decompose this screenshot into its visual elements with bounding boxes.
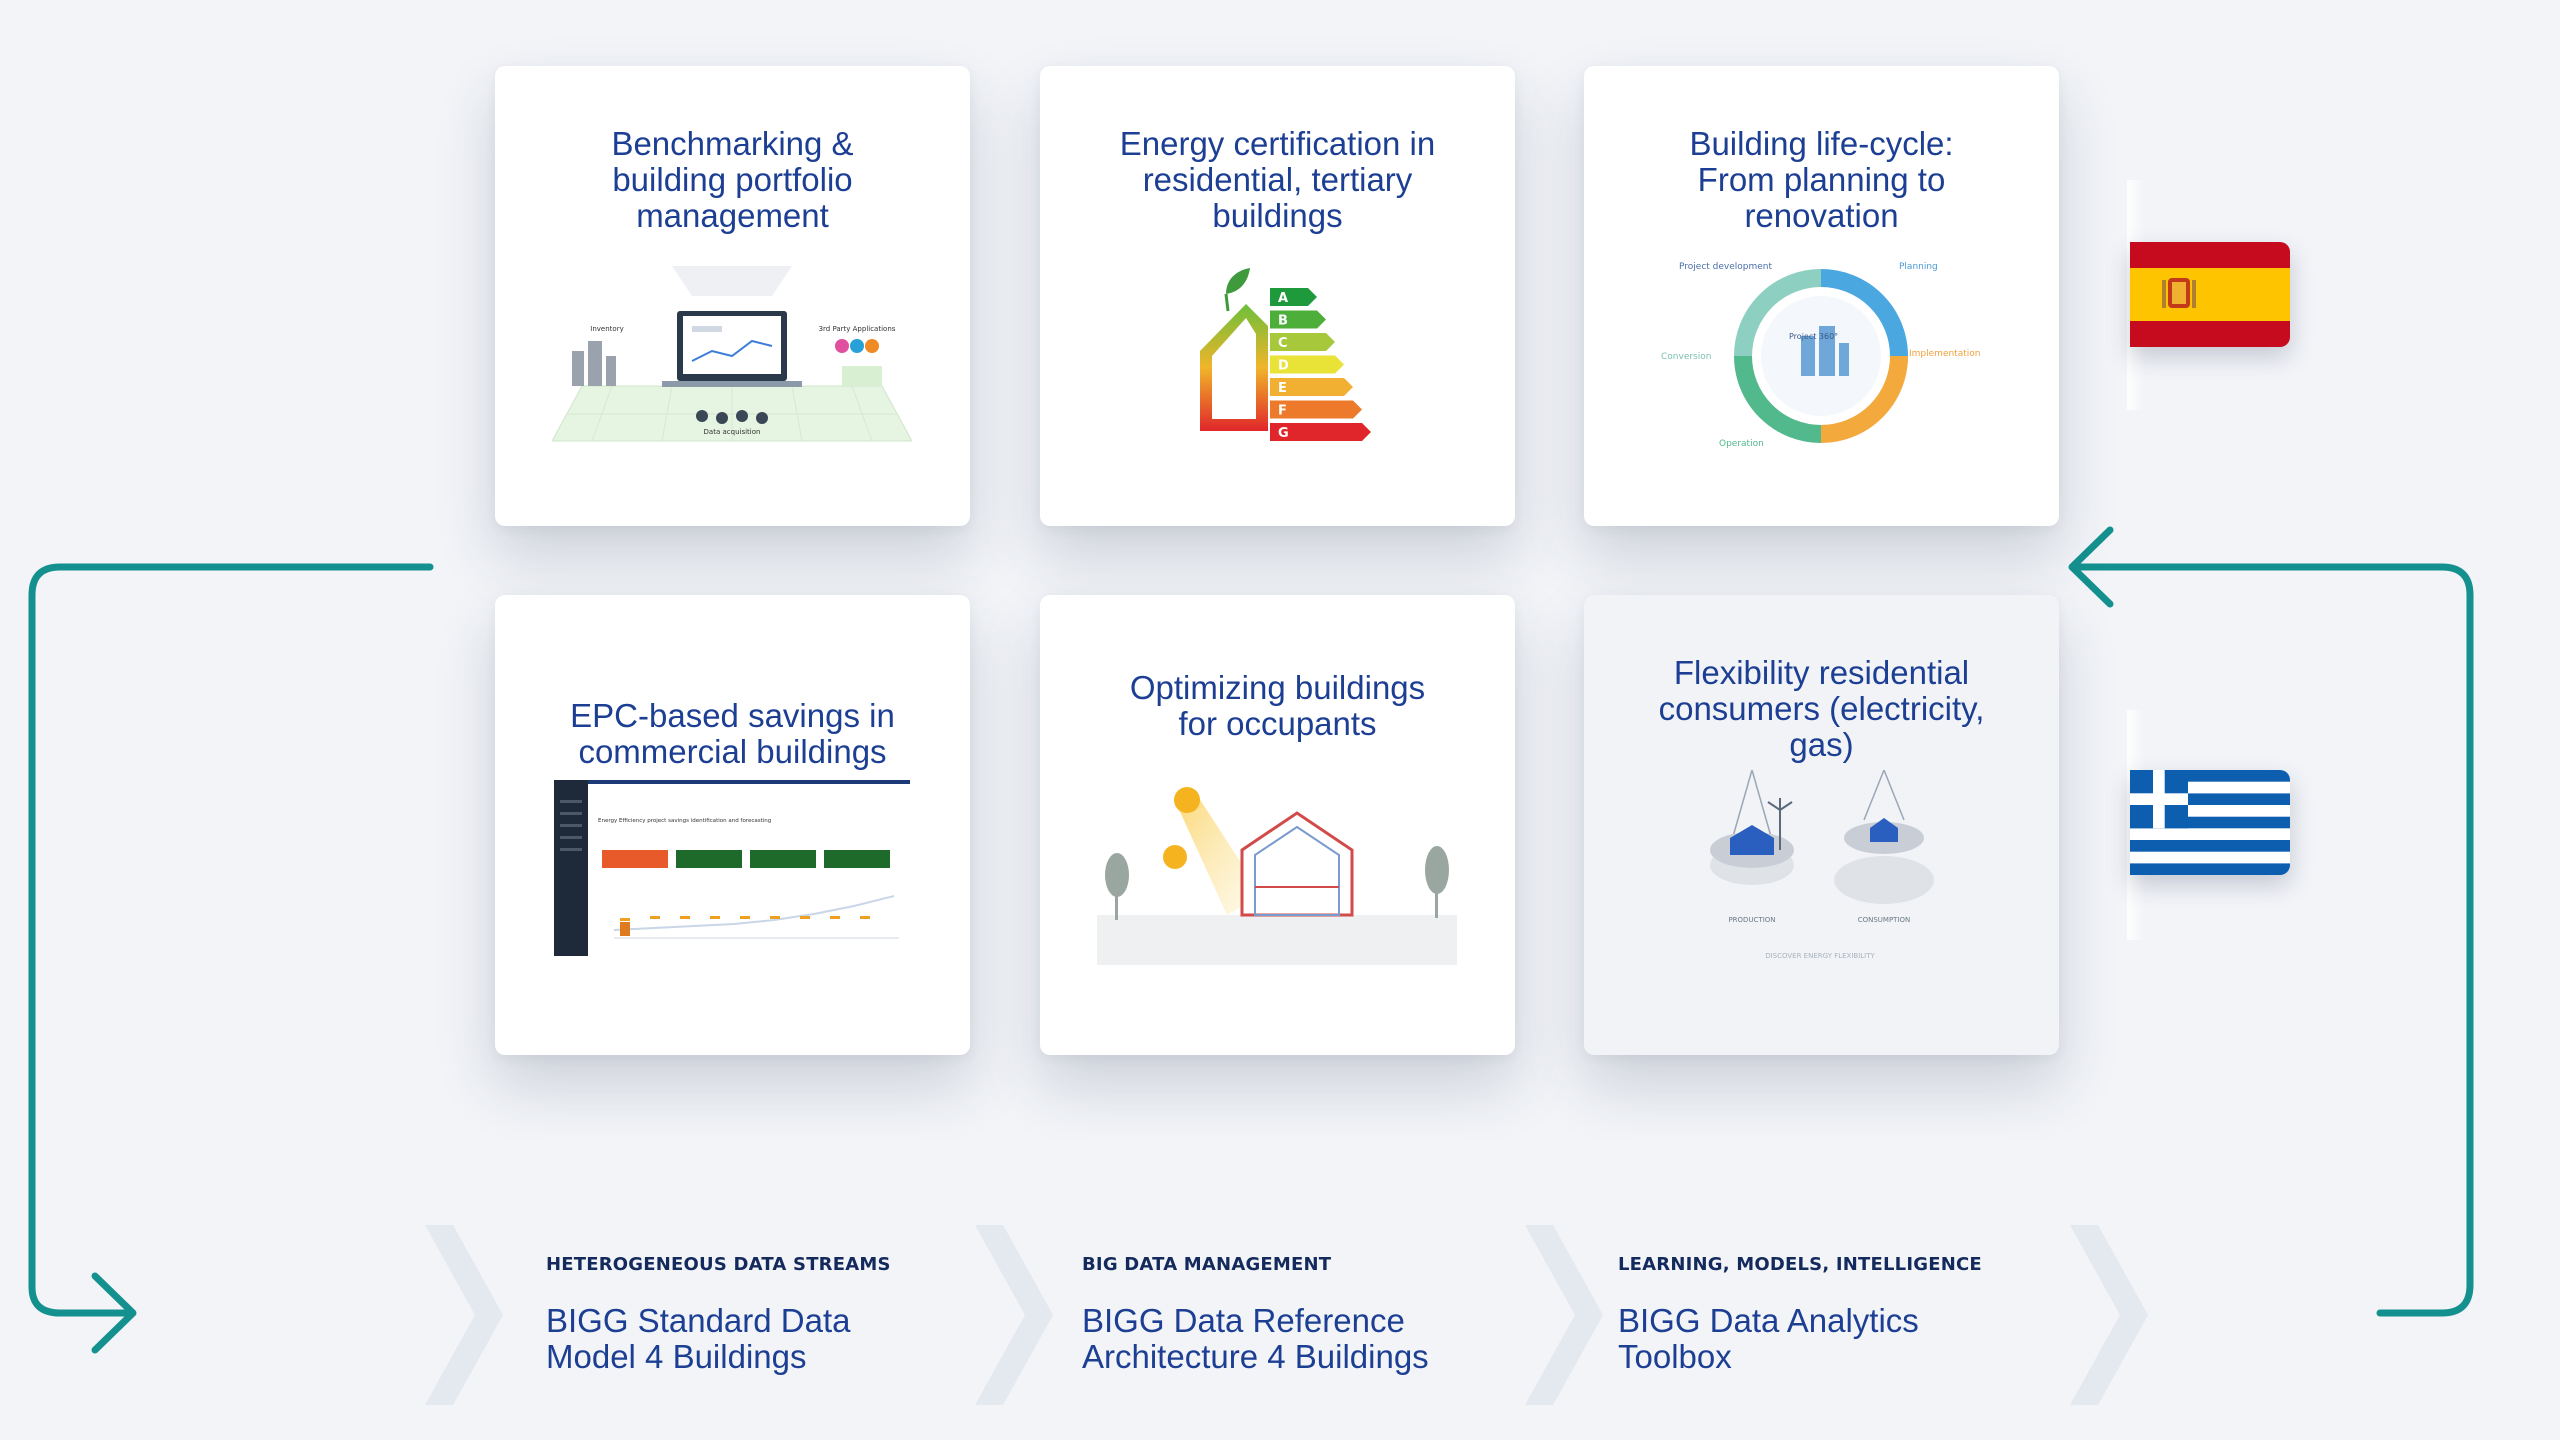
consumption-label: CONSUMPTION (1858, 916, 1911, 924)
production-label: PRODUCTION (1728, 916, 1775, 924)
stage-kicker: BIG DATA MANAGEMENT (1082, 1254, 1332, 1275)
dashboard-header: Energy Efficiency project savings identi… (598, 818, 771, 824)
rating-letter: A (1278, 291, 1288, 306)
card-epc-savings[interactable]: EPC-based savings in commercial building… (495, 595, 970, 1055)
card-flexibility[interactable]: Flexibility residential consumers (elect… (1584, 595, 2059, 1055)
rating-bar-e (1270, 378, 1353, 396)
rating-letter: F (1278, 404, 1287, 419)
card-energy-certification[interactable]: Energy certification in residential, ter… (1040, 66, 1515, 526)
project-development-label: Project development (1679, 262, 1772, 272)
stage-title: BIGG Data Analytics Toolbox (1618, 1302, 1919, 1375)
rating-bar-g (1270, 423, 1371, 441)
chevron-right-icon (975, 1225, 1053, 1405)
stage-kicker: LEARNING, MODELS, INTELLIGENCE (1618, 1254, 1982, 1275)
savings-dashboard-screenshot: Energy Efficiency project savings identi… (554, 780, 910, 956)
stage-reference-architecture[interactable]: BIG DATA MANAGEMENT BIGG Data Reference … (1082, 1254, 1552, 1375)
chevron-right-icon (2070, 1225, 2148, 1405)
rating-bar-f (1270, 400, 1362, 419)
stage-data-model[interactable]: HETEROGENEOUS DATA STREAMS BIGG Standard… (546, 1254, 1016, 1375)
rating-letter: G (1278, 426, 1289, 441)
rating-bar-b (1270, 310, 1326, 329)
portfolio-dashboard-illustration: Inventory 3rd Party Applications Data ac… (552, 266, 912, 442)
lifecycle-ring-illustration: Project 360° Project development Plannin… (1661, 262, 1980, 449)
card-title: EPC-based savings in commercial building… (570, 697, 895, 770)
rating-letter: C (1278, 336, 1288, 351)
stage-analytics-toolbox[interactable]: LEARNING, MODELS, INTELLIGENCE BIGG Data… (1618, 1254, 2088, 1375)
stage-kicker: HETEROGENEOUS DATA STREAMS (546, 1254, 891, 1275)
card-title: Building life-cycle: From planning to re… (1689, 125, 1954, 234)
chevron-right-icon (425, 1225, 503, 1405)
card-lifecycle[interactable]: Building life-cycle: From planning to re… (1584, 66, 2059, 526)
project-center-label: Project 360° (1789, 332, 1838, 341)
flexibility-scale-illustration: PRODUCTION CONSUMPTION DISCOVER ENERGY F… (1710, 770, 1934, 960)
rating-letter: E (1278, 381, 1287, 396)
rating-letter: D (1278, 359, 1289, 374)
card-title: Flexibility residential consumers (elect… (1658, 654, 1985, 763)
card-occupants[interactable]: Optimizing buildings for occupants (1040, 595, 1515, 1055)
rating-bar-a (1270, 288, 1317, 306)
rating-letter: B (1278, 314, 1288, 329)
stage-title: BIGG Data Reference Architecture 4 Build… (1082, 1302, 1429, 1375)
data-acquisition-label: Data acquisition (704, 428, 761, 436)
rating-bar-c (1270, 333, 1335, 351)
card-title: Energy certification in residential, ter… (1119, 125, 1436, 234)
discover-flexibility-label: DISCOVER ENERGY FLEXIBILITY (1765, 952, 1875, 960)
card-benchmarking[interactable]: Benchmarking & building portfolio manage… (495, 66, 970, 526)
inventory-label: Inventory (590, 325, 623, 333)
card-title: Optimizing buildings for occupants (1129, 669, 1426, 742)
third-party-label: 3rd Party Applications (819, 325, 896, 333)
chevron-right-icon (1525, 1225, 1603, 1405)
conversion-label: Conversion (1661, 352, 1711, 362)
operation-label: Operation (1719, 439, 1764, 449)
greece-flag (2130, 770, 2290, 875)
implementation-label: Implementation (1909, 349, 1980, 359)
card-title: Benchmarking & building portfolio manage… (611, 125, 854, 234)
planning-label: Planning (1899, 262, 1938, 272)
stage-title: BIGG Standard Data Model 4 Buildings (546, 1302, 851, 1375)
sun-house-section-illustration (1097, 787, 1457, 965)
rating-bar-d (1270, 355, 1344, 374)
spain-flag (2130, 242, 2290, 347)
